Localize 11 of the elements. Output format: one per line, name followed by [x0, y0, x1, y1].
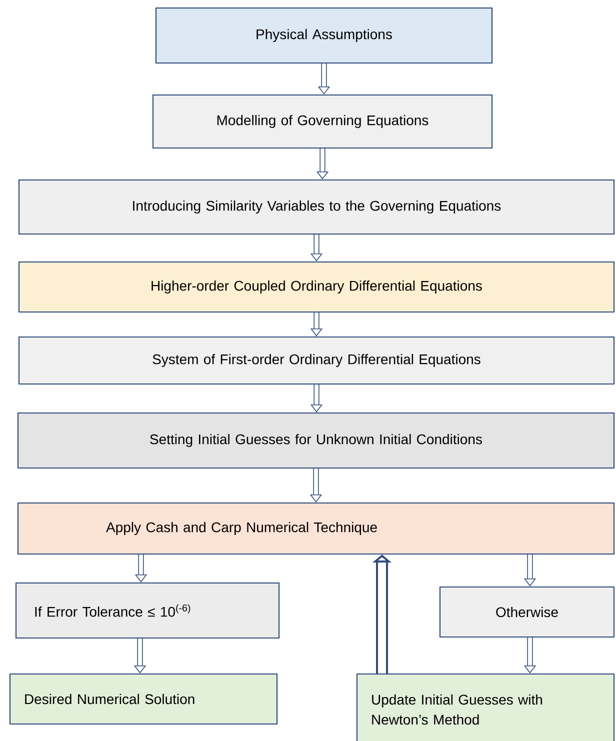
process-box: Introducing Similarity Variables to the Governing Equations — [18, 179, 615, 235]
process-box: Physical Assumptions — [155, 7, 493, 64]
process-box: System of First-order Ordinary Differential Equations — [18, 336, 615, 385]
process-box: Apply Cash and Carp Numerical Technique — [17, 502, 615, 555]
process-box: Modelling of Governing Equations — [152, 94, 493, 149]
process-box: Higher-order Coupled Ordinary Differential Equations — [18, 261, 615, 313]
process-box: Setting Initial Guesses for Unknown Initial Conditions — [17, 412, 615, 469]
process-box: Otherwise — [439, 586, 615, 638]
process-box: If Error Tolerance ≤ 10$^{(-6)}$ — [15, 582, 280, 639]
process-box: Desired Numerical Solution — [9, 673, 278, 725]
process-box: Update Initial Guesses with Newton’s Method — [356, 673, 615, 741]
